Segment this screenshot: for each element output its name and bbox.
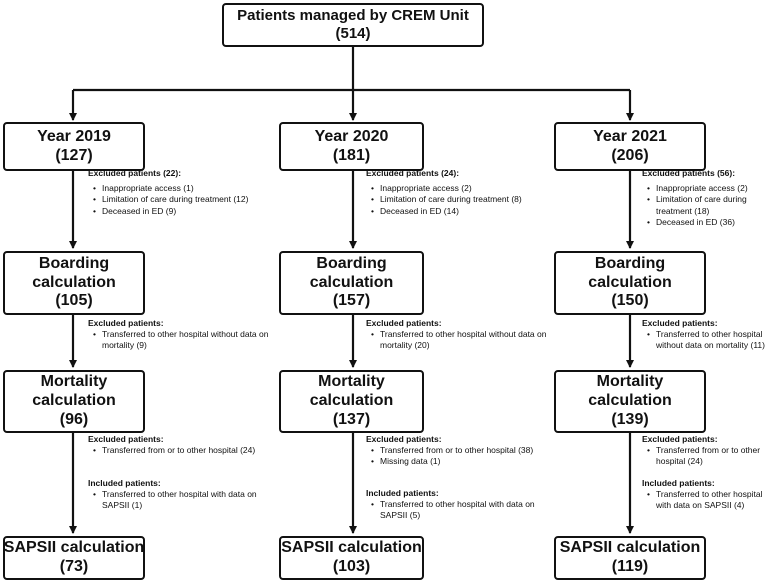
sapsii-count: (73) (59, 558, 89, 575)
excluded-block-2021-b: Excluded patients: Transferred to other … (642, 318, 778, 352)
excluded-item: Transferred to other hospital without da… (366, 329, 556, 351)
excluded-block-2019-b: Excluded patients: Transferred to other … (88, 318, 278, 352)
excluded-item: Transferred to other hospital without da… (88, 329, 278, 351)
total-patients-box: Patients managed by CREM Unit (514) (222, 3, 484, 47)
mortality-count: (139) (611, 410, 649, 428)
boarding-count: (157) (332, 292, 371, 310)
excluded-item: Deceased in ED (9) (88, 206, 278, 217)
excluded-item: Limitation of care during treatment (18) (642, 194, 778, 216)
included-block-2021: Included patients: Transferred to other … (642, 478, 778, 512)
excluded-item: Deceased in ED (14) (366, 206, 556, 217)
excluded-item: Inappropriate access (2) (642, 183, 778, 194)
mortality-line2: calculation (309, 392, 394, 410)
included-heading: Included patients: (366, 488, 439, 498)
excluded-block-2019-a: Excluded patients (22): Inappropriate ac… (88, 168, 278, 217)
excluded-item: Missing data (1) (366, 456, 556, 467)
sapsii-box-2020: SAPSII calculation (103) (279, 536, 424, 580)
excluded-block-2019-c: Excluded patients: Transferred from or t… (88, 434, 278, 457)
excluded-item: Limitation of care during treatment (8) (366, 194, 556, 205)
included-item: Transferred to other hospital with data … (366, 499, 556, 521)
boarding-count: (150) (611, 292, 649, 310)
total-patients-count: (514) (335, 25, 371, 42)
boarding-count: (105) (55, 292, 93, 310)
sapsii-title: SAPSII calculation (559, 539, 701, 557)
excluded-item: Deceased in ED (36) (642, 217, 778, 228)
boarding-line1: Boarding (38, 254, 110, 272)
boarding-line2: calculation (309, 273, 394, 291)
sapsii-box-2019: SAPSII calculation (73) (3, 536, 145, 580)
mortality-box-2019: Mortality calculation (96) (3, 370, 145, 433)
sapsii-title: SAPSII calculation (281, 539, 422, 557)
excluded-block-2021-a: Excluded patients (56): Inappropriate ac… (642, 168, 778, 228)
included-item: Transferred to other hospital with data … (88, 489, 278, 511)
boarding-box-2020: Boarding calculation (157) (279, 251, 424, 315)
year-count: (127) (55, 146, 93, 164)
mortality-box-2020: Mortality calculation (137) (279, 370, 424, 433)
mortality-line1: Mortality (596, 373, 664, 391)
year-title: Year 2019 (37, 127, 111, 145)
total-patients-title: Patients managed by CREM Unit (237, 7, 469, 25)
mortality-line2: calculation (588, 392, 672, 410)
mortality-line1: Mortality (318, 373, 385, 391)
excluded-item: Limitation of care during treatment (12) (88, 194, 278, 205)
year-2020-box: Year 2020 (181) (279, 122, 424, 171)
excluded-item: Transferred from or to other hospital (3… (366, 445, 556, 456)
year-title: Year 2020 (314, 127, 389, 145)
excluded-heading: Excluded patients: (88, 318, 164, 328)
excluded-heading: Excluded patients: (642, 434, 718, 444)
year-count: (181) (332, 146, 371, 164)
boarding-box-2021: Boarding calculation (150) (554, 251, 706, 315)
excluded-block-2020-a: Excluded patients (24): Inappropriate ac… (366, 168, 556, 217)
excluded-block-2020-b: Excluded patients: Transferred to other … (366, 318, 556, 352)
included-item: Transferred to other hospital with data … (642, 489, 778, 511)
excluded-heading: Excluded patients (24): (366, 168, 460, 178)
sapsii-title: SAPSII calculation (3, 539, 145, 557)
mortality-line1: Mortality (40, 373, 108, 391)
sapsii-count: (103) (332, 558, 371, 575)
excluded-heading: Excluded patients: (642, 318, 718, 328)
excluded-heading: Excluded patients: (366, 434, 442, 444)
year-title: Year 2021 (593, 127, 667, 145)
mortality-count: (137) (332, 410, 371, 428)
excluded-item: Transferred to other hospital without da… (642, 329, 778, 351)
included-block-2019: Included patients: Transferred to other … (88, 478, 278, 512)
excluded-item: Inappropriate access (2) (366, 183, 556, 194)
sapsii-count: (119) (611, 558, 649, 575)
boarding-line2: calculation (588, 273, 672, 291)
mortality-box-2021: Mortality calculation (139) (554, 370, 706, 433)
excluded-heading: Excluded patients (56): (642, 168, 736, 178)
included-heading: Included patients: (88, 478, 161, 488)
boarding-line2: calculation (32, 273, 116, 291)
mortality-line2: calculation (32, 392, 116, 410)
year-2021-box: Year 2021 (206) (554, 122, 706, 171)
boarding-line1: Boarding (316, 254, 387, 272)
excluded-item: Transferred from or to other hospital (2… (642, 445, 778, 467)
excluded-heading: Excluded patients: (366, 318, 442, 328)
included-heading: Included patients: (642, 478, 715, 488)
year-2019-box: Year 2019 (127) (3, 122, 145, 171)
year-count: (206) (611, 146, 649, 164)
excluded-item: Transferred from or to other hospital (2… (88, 445, 278, 456)
boarding-box-2019: Boarding calculation (105) (3, 251, 145, 315)
excluded-block-2020-c: Excluded patients: Transferred from or t… (366, 434, 556, 468)
included-block-2020: Included patients: Transferred to other … (366, 488, 556, 522)
excluded-block-2021-c: Excluded patients: Transferred from or t… (642, 434, 778, 468)
excluded-item: Inappropriate access (1) (88, 183, 278, 194)
excluded-heading: Excluded patients: (88, 434, 164, 444)
mortality-count: (96) (59, 410, 89, 428)
boarding-line1: Boarding (594, 254, 666, 272)
sapsii-box-2021: SAPSII calculation (119) (554, 536, 706, 580)
excluded-heading: Excluded patients (22): (88, 168, 182, 178)
